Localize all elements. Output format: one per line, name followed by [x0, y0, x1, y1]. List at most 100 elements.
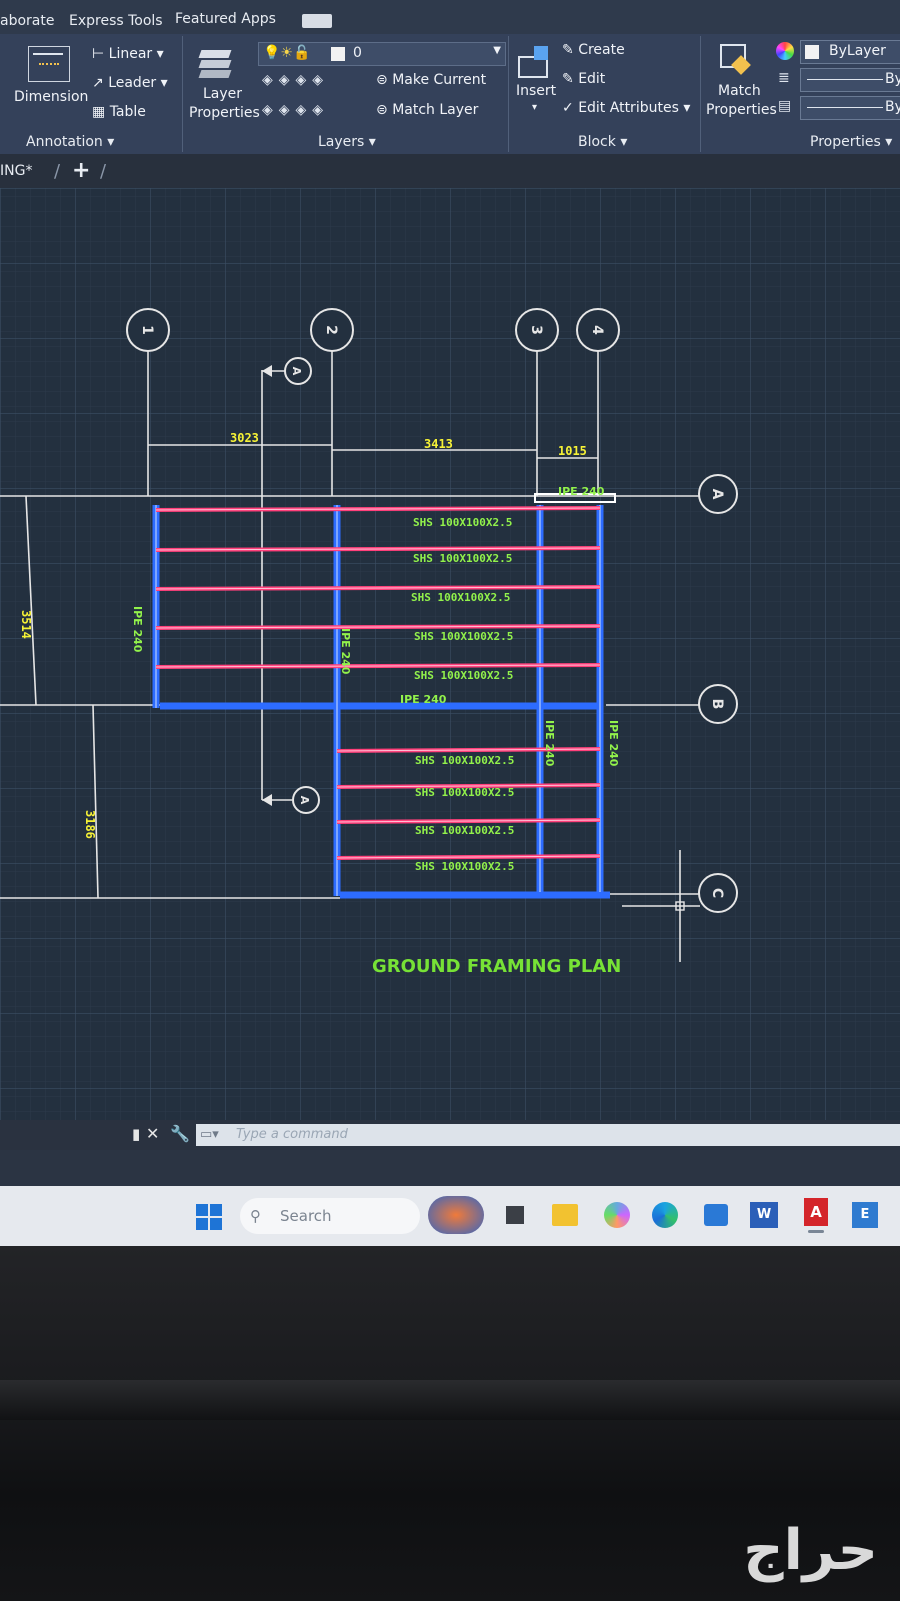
linetype-icon[interactable]: ▤	[778, 98, 792, 114]
joist-label: SHS 100X100X2.5	[411, 591, 510, 604]
linear-button[interactable]: ⊢ Linear ▾	[92, 46, 164, 62]
section-label-bottom: A	[298, 796, 311, 805]
match-properties-line2[interactable]: Properties	[706, 102, 777, 118]
layer-properties-line2[interactable]: Properties	[189, 105, 260, 121]
match-properties-line1[interactable]: Match	[718, 83, 761, 99]
match-layer-button[interactable]: ⊜ Match Layer	[376, 102, 479, 118]
new-tab-button[interactable]: +	[72, 158, 91, 183]
tab-collaborate[interactable]: aborate	[0, 13, 55, 29]
joist-label: SHS 100X100X2.5	[415, 824, 514, 837]
edit-block-button[interactable]: ✎ Edit	[562, 71, 606, 87]
create-label: Create	[578, 42, 625, 58]
layer-tools-icons-row1[interactable]: ◈◈◈◈	[262, 72, 330, 88]
insert-chevron-icon[interactable]: ▾	[532, 102, 538, 113]
file-explorer-icon[interactable]	[552, 1204, 578, 1226]
layer-properties-icon[interactable]	[198, 44, 236, 82]
grid-label-c: C	[709, 888, 725, 898]
layer-dropdown[interactable]: 💡☀🔓 0 ▼	[258, 42, 506, 66]
framing-plan-drawing[interactable]: 1 2 3 4 A B C A A 3023 3413 1015 3514 31…	[0, 188, 900, 1120]
match-layer-label: Match Layer	[392, 102, 479, 118]
beam-centerlines	[155, 505, 601, 896]
drawing-tab[interactable]: ING*	[0, 163, 33, 179]
layer-properties-line1[interactable]: Layer	[203, 86, 243, 102]
layer-tools-icons-row2[interactable]: ◈◈◈◈	[262, 102, 330, 118]
joist-label: SHS 100X100X2.5	[413, 516, 512, 529]
linear-label: Linear	[108, 46, 153, 62]
taskbar-search[interactable]: ⚲ Search	[240, 1198, 420, 1234]
match-properties-icon[interactable]	[718, 42, 754, 78]
lineweight-icon[interactable]: ≣	[778, 70, 790, 86]
panel-divider	[182, 36, 183, 152]
edge-icon[interactable]	[652, 1202, 678, 1228]
store-icon[interactable]	[704, 1204, 728, 1226]
word-icon[interactable]: W	[750, 1202, 778, 1228]
cursor-pickbox	[675, 901, 685, 911]
edit-attributes-label: Edit Attributes	[578, 100, 679, 116]
active-app-indicator	[808, 1230, 824, 1233]
color-dropdown[interactable]: ByLayer	[800, 40, 900, 64]
annotation-panel-title[interactable]: Annotation ▾	[26, 134, 115, 150]
layers-panel-title[interactable]: Layers ▾	[318, 134, 376, 150]
edit-label: Edit	[578, 71, 606, 87]
command-input[interactable]: ▭▾ Type a command	[196, 1124, 900, 1146]
color-wheel-icon[interactable]	[776, 42, 794, 60]
autocad-icon[interactable]: A	[804, 1198, 828, 1226]
lineweight-dropdown[interactable]: By	[800, 68, 900, 92]
linetype-dropdown[interactable]: By	[800, 96, 900, 120]
layers-title-label: Layers	[318, 134, 365, 150]
panel-divider	[508, 36, 509, 152]
workspace-dropdown[interactable]	[302, 14, 332, 28]
lightbulb-icon: 💡☀🔓	[263, 45, 311, 61]
beam-label-top: IPE 240	[558, 485, 605, 498]
monitor-bezel	[0, 1246, 900, 1601]
insert-block-icon[interactable]	[516, 44, 552, 78]
properties-title-label: Properties	[810, 134, 881, 150]
start-icon[interactable]	[196, 1204, 222, 1230]
joist-label: SHS 100X100X2.5	[414, 630, 513, 643]
leader-button[interactable]: ↗ Leader ▾	[92, 75, 168, 91]
tab-featured-apps[interactable]: Featured Apps	[175, 11, 276, 27]
drawing-canvas[interactable]: 1 2 3 4 A B C A A 3023 3413 1015 3514 31…	[0, 188, 900, 1120]
widgets-icon[interactable]	[428, 1196, 484, 1234]
table-button[interactable]: ▦ Table	[92, 104, 146, 120]
annotation-title-label: Annotation	[26, 134, 103, 150]
make-current-label: Make Current	[392, 72, 487, 88]
joist-label: SHS 100X100X2.5	[415, 786, 514, 799]
properties-panel-title[interactable]: Properties ▾	[810, 134, 893, 150]
edit-attributes-button[interactable]: ✓ Edit Attributes ▾	[562, 100, 691, 116]
wrench-icon[interactable]: 🔧	[170, 1124, 190, 1143]
color-swatch	[805, 45, 819, 59]
grid-label-b: B	[709, 699, 725, 710]
search-icon: ⚲	[250, 1207, 261, 1225]
layer-color-swatch	[331, 47, 345, 61]
dimension-text-left-top: 3514	[19, 610, 33, 639]
task-view-icon[interactable]	[506, 1206, 524, 1224]
insert-button[interactable]: Insert	[516, 83, 557, 99]
copilot-icon[interactable]	[604, 1202, 630, 1228]
watermark-logo: حراج	[743, 1518, 878, 1583]
block-panel-title[interactable]: Block ▾	[578, 134, 628, 150]
dimension-icon[interactable]	[28, 46, 70, 82]
taskbar-search-label: Search	[280, 1207, 332, 1225]
ipe-top-beam	[534, 493, 616, 503]
current-layer-name: 0	[353, 45, 362, 61]
make-current-button[interactable]: ⊜ Make Current	[376, 72, 487, 88]
dimension-button[interactable]: Dimension	[14, 89, 89, 105]
status-bar	[0, 1150, 900, 1186]
ribbon-panel: Dimension ⊢ Linear ▾ ↗ Leader ▾ ▦ Table …	[0, 34, 900, 154]
command-prompt-icon[interactable]: ▭▾	[200, 1127, 219, 1142]
beam-label-col2: IPE 240	[339, 628, 352, 675]
dimension-text-left-bottom: 3186	[83, 810, 97, 839]
block-title-label: Block	[578, 134, 616, 150]
leader-label: Leader	[108, 75, 157, 91]
outlook-icon[interactable]: E	[852, 1202, 878, 1228]
command-grip-icon[interactable]: ▮	[132, 1125, 141, 1143]
close-icon[interactable]: ✕	[146, 1124, 160, 1143]
joist-label: SHS 100X100X2.5	[415, 860, 514, 873]
joist-label: SHS 100X100X2.5	[414, 669, 513, 682]
create-block-button[interactable]: ✎ Create	[562, 42, 625, 58]
panel-divider	[700, 36, 701, 152]
tab-express-tools[interactable]: Express Tools	[69, 13, 163, 29]
linetype-line	[807, 107, 883, 108]
beam-label-col3: IPE 240	[543, 720, 556, 767]
